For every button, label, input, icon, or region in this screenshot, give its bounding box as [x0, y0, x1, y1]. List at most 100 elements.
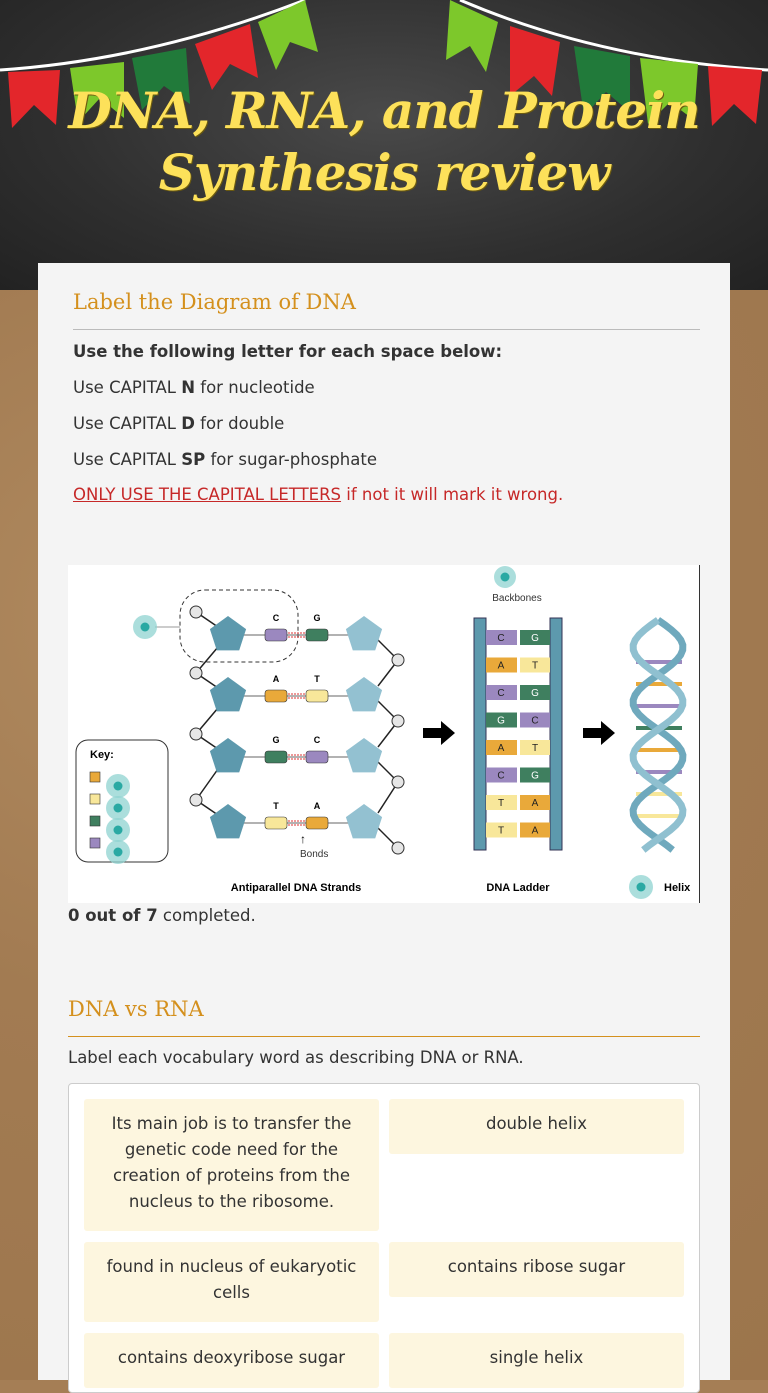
warning-text: ONLY USE THE CAPITAL LETTERS if not it w… — [73, 485, 563, 504]
vocab-card[interactable]: double helix — [389, 1099, 684, 1154]
deoxyribose-sugar — [345, 616, 383, 651]
text-bold: D — [181, 414, 195, 433]
deoxyribose-sugar — [209, 804, 247, 839]
ladder-base-A — [486, 740, 517, 755]
ladder-base-T — [486, 795, 517, 810]
base-letter: C — [314, 735, 321, 745]
phosphate — [189, 727, 203, 741]
ladder-letter: G — [497, 716, 505, 727]
bonds-label: Bonds — [300, 849, 328, 860]
ladder-base-A — [520, 795, 550, 810]
vocab-card[interactable]: Its main job is to transfer the genetic … — [84, 1099, 379, 1231]
phosphate — [391, 653, 405, 667]
ladder-base-G — [520, 630, 550, 645]
ladder-letter: A — [498, 661, 505, 672]
helix-rung — [636, 770, 682, 774]
text: for sugar-phosphate — [205, 450, 377, 469]
phosphate — [189, 666, 203, 680]
label-hotspot-dot[interactable] — [113, 803, 123, 813]
warning-underlined: ONLY USE THE CAPITAL LETTERS — [73, 485, 342, 504]
vocab-card[interactable]: contains deoxyribose sugar — [84, 1333, 379, 1388]
ladder-letter: G — [531, 633, 539, 644]
deoxyribose-sugar — [209, 738, 247, 773]
base-letter: G — [313, 613, 320, 623]
ladder-letter: T — [498, 798, 504, 809]
section-heading-label-diagram: Label the Diagram of DNA — [73, 290, 356, 314]
deoxyribose-sugar — [209, 677, 247, 712]
label-hotspot-dot[interactable] — [113, 825, 123, 835]
base-letter: C — [273, 613, 280, 623]
ladder-letter: G — [531, 771, 539, 782]
caption-helix: Helix — [664, 882, 691, 894]
label-hotspot-dot[interactable] — [113, 847, 123, 857]
ladder-letter: C — [531, 716, 538, 727]
ladder-letter: T — [498, 826, 504, 837]
base-letter: A — [314, 801, 321, 811]
key-swatch — [89, 793, 101, 805]
ladder-letter: T — [532, 743, 538, 754]
phosphate — [391, 841, 405, 855]
phosphate — [189, 605, 203, 619]
divider — [68, 1036, 700, 1037]
text: Use CAPITAL — [73, 414, 182, 433]
base-A — [264, 689, 288, 703]
ladder-letter: G — [531, 688, 539, 699]
ladder-base-T — [520, 740, 550, 755]
deoxyribose-sugar — [345, 677, 383, 712]
progress-rest: completed. — [157, 906, 256, 925]
vocab-card[interactable]: found in nucleus of eukaryotic cells — [84, 1242, 379, 1322]
ladder-base-C — [520, 712, 550, 728]
phosphate — [189, 793, 203, 807]
instruction-line-d: Use CAPITAL D for double — [73, 414, 284, 433]
ladder-base-A — [486, 657, 517, 673]
ladder-base-T — [486, 822, 517, 838]
ladder-base-C — [486, 630, 517, 645]
helix-rung — [636, 748, 682, 752]
warning-rest: if not it will mark it wrong. — [341, 485, 564, 504]
text-bold: SP — [181, 450, 206, 469]
label-hotspot-dot[interactable] — [636, 882, 646, 892]
label-hotspot-dot[interactable] — [140, 622, 150, 632]
base-letter: A — [273, 674, 280, 684]
bunting-decoration — [0, 0, 768, 128]
text: Use CAPITAL — [73, 450, 182, 469]
bonds-arrow: ↑ — [300, 832, 306, 846]
key-swatch — [89, 771, 101, 783]
helix-strand — [629, 617, 687, 853]
helix-rung — [636, 660, 682, 664]
dna-rna-instruction: Label each vocabulary word as describing… — [68, 1048, 524, 1067]
label-hotspot-dot[interactable] — [500, 572, 510, 582]
base-T — [264, 816, 288, 830]
ladder-rail — [473, 617, 487, 851]
chalkboard-header: DNA, RNA, and Protein Synthesis review — [0, 0, 768, 290]
text: for double — [194, 414, 285, 433]
caption-ladder: DNA Ladder — [486, 882, 550, 894]
helix-rung — [636, 814, 682, 818]
ladder-base-C — [486, 685, 517, 700]
dna-diagram: Key: Bonds ↑ Backbones Antiparallel DNA … — [68, 565, 700, 903]
base-letter: G — [272, 735, 279, 745]
vocab-card[interactable]: contains ribose sugar — [389, 1242, 684, 1297]
helix-rung — [636, 792, 682, 796]
ladder-base-G — [520, 767, 550, 783]
arrow-right-icon — [583, 721, 615, 745]
progress-text: 0 out of 7 completed. — [68, 906, 256, 925]
ladder-letter: A — [532, 798, 539, 809]
progress-count: 0 out of 7 — [68, 906, 158, 925]
ladder-letter: C — [497, 688, 504, 699]
instruction-line-n: Use CAPITAL N for nucleotide — [73, 378, 315, 397]
helix-rung — [636, 682, 682, 686]
divider — [73, 329, 700, 330]
text: Use CAPITAL — [73, 378, 182, 397]
ladder-rail — [549, 617, 563, 851]
vocab-card[interactable]: single helix — [389, 1333, 684, 1388]
ladder-letter: C — [497, 771, 504, 782]
phosphate — [391, 714, 405, 728]
base-A — [305, 816, 329, 830]
label-hotspot-dot[interactable] — [113, 781, 123, 791]
ladder-base-G — [520, 685, 550, 700]
helix-rung — [636, 704, 682, 708]
phosphate — [391, 775, 405, 789]
ladder-letter: A — [532, 826, 539, 837]
text: for nucleotide — [195, 378, 315, 397]
